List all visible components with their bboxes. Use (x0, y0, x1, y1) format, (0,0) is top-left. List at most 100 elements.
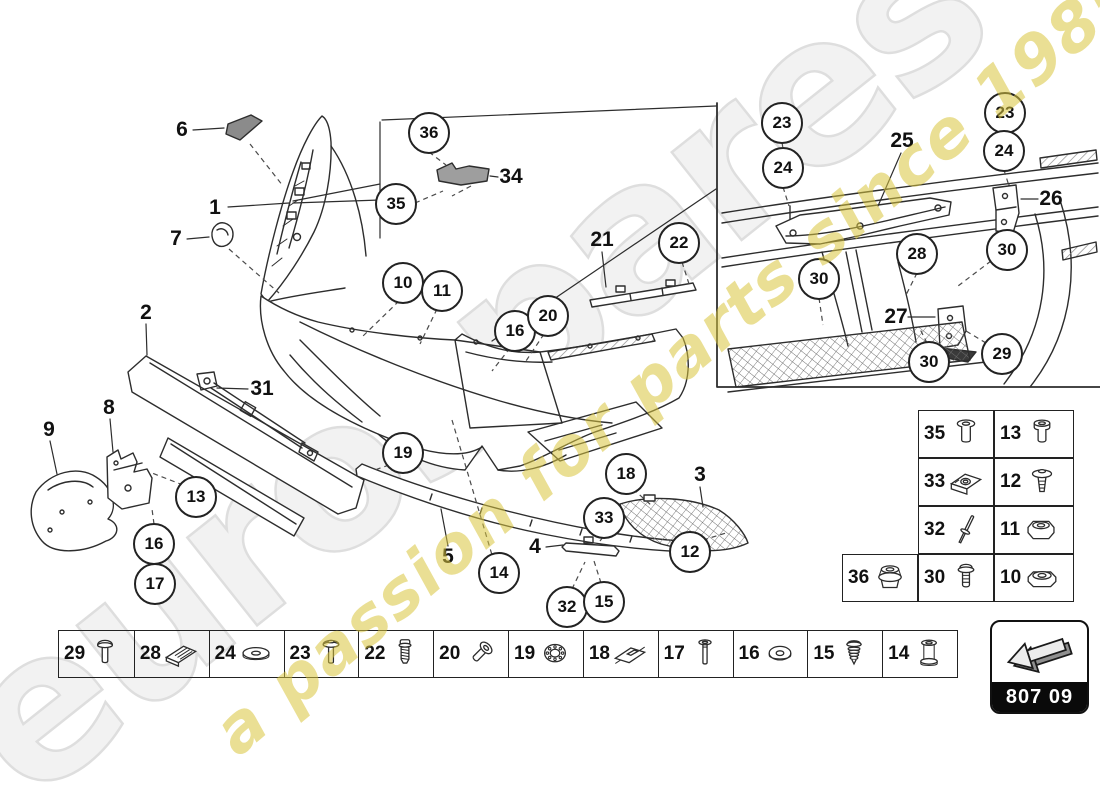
nut-collar-icon (878, 565, 903, 589)
callout-circle-30[interactable]: 30 (908, 341, 950, 383)
fastener-cell-24[interactable]: 24 (208, 631, 284, 677)
part-label-1[interactable]: 1 (209, 196, 221, 219)
fastener-cell-12[interactable]: 12 (994, 458, 1074, 506)
washer-flat-icon (242, 646, 270, 661)
part-label-31[interactable]: 31 (250, 377, 274, 400)
detail-reference-lines (292, 105, 717, 342)
callout-circle-13[interactable]: 13 (175, 476, 217, 518)
fastener-number: 17 (663, 643, 685, 664)
fastener-cell-10[interactable]: 10 (994, 554, 1074, 602)
sleeve-spacer-icon (920, 639, 939, 666)
callout-circle-12[interactable]: 12 (669, 531, 711, 573)
dashed-leader-lines (151, 141, 1010, 590)
fastener-cell-16[interactable]: 16 (732, 631, 808, 677)
part-label-7[interactable]: 7 (170, 227, 182, 250)
part-label-8[interactable]: 8 (103, 396, 115, 419)
fastener-number: 29 (64, 643, 86, 664)
fastener-cell-29[interactable]: 29 (59, 631, 134, 677)
nut-hex-icon (1027, 520, 1055, 540)
callout-circle-23[interactable]: 23 (984, 92, 1026, 134)
fastener-cell-35[interactable]: 35 (918, 410, 994, 458)
fastener-cell-11[interactable]: 11 (994, 506, 1074, 554)
part-bumper-main (259, 295, 689, 472)
part-label-4[interactable]: 4 (529, 535, 541, 558)
fastener-cell-17[interactable]: 17 (657, 631, 733, 677)
rivet-expander-icon (1031, 469, 1053, 493)
watermark-brand-text: eurospares (0, 0, 1029, 800)
fastener-number: 15 (813, 643, 835, 664)
part-9-arch-piece (30, 470, 118, 552)
callout-circle-30[interactable]: 30 (798, 258, 840, 300)
callout-circle-24[interactable]: 24 (762, 147, 804, 189)
callout-circle-17[interactable]: 17 (134, 563, 176, 605)
callout-circle-19[interactable]: 19 (382, 432, 424, 474)
part-label-34[interactable]: 34 (499, 165, 523, 188)
callout-circle-33[interactable]: 33 (583, 497, 625, 539)
callout-circle-10[interactable]: 10 (382, 262, 424, 304)
callout-circle-18[interactable]: 18 (605, 453, 647, 495)
fastener-cell-36[interactable]: 36 (842, 554, 918, 602)
callout-circle-36[interactable]: 36 (408, 112, 450, 154)
fastener-cell-13[interactable]: 13 (994, 410, 1074, 458)
callout-circle-29[interactable]: 29 (981, 333, 1023, 375)
screw-angled-icon (472, 641, 493, 662)
part-label-2[interactable]: 2 (140, 301, 152, 324)
fastener-number: 32 (924, 519, 946, 540)
fastener-cell-19[interactable]: 19 (508, 631, 583, 677)
fastener-cell-14[interactable]: 14 (882, 631, 957, 677)
part-6-strip (225, 114, 263, 141)
part-label-5[interactable]: 5 (442, 545, 454, 568)
part-4-strip (561, 536, 620, 557)
callout-circle-35[interactable]: 35 (375, 183, 417, 225)
ring-grommet-icon (544, 643, 567, 663)
screw-long-icon (698, 639, 712, 665)
part-21-strip (589, 279, 697, 308)
callout-circle-32[interactable]: 32 (546, 586, 588, 628)
part-label-6[interactable]: 6 (176, 118, 188, 141)
screw-tapping-icon (398, 639, 412, 664)
part-label-25[interactable]: 25 (890, 129, 914, 152)
washer-small-icon (768, 645, 792, 661)
rivet-pin-icon (958, 515, 975, 544)
part-label-3[interactable]: 3 (694, 463, 706, 486)
fastener-cell-20[interactable]: 20 (433, 631, 508, 677)
callout-circle-20[interactable]: 20 (527, 295, 569, 337)
callout-circle-22[interactable]: 22 (658, 222, 700, 264)
callout-circle-16[interactable]: 16 (133, 523, 175, 565)
callout-circle-14[interactable]: 14 (478, 552, 520, 594)
fastener-number: 35 (924, 423, 946, 444)
callout-circle-30[interactable]: 30 (986, 229, 1028, 271)
callout-circle-24[interactable]: 24 (983, 130, 1025, 172)
fastener-cell-22[interactable]: 22 (358, 631, 433, 677)
inset-part-26-bracket (992, 184, 1020, 234)
fastener-number: 12 (1000, 471, 1022, 492)
fastener-number: 10 (1000, 567, 1022, 588)
callout-circle-11[interactable]: 11 (421, 270, 463, 312)
part-label-21[interactable]: 21 (590, 228, 614, 251)
fastener-cell-15[interactable]: 15 (807, 631, 882, 677)
fastener-number: 19 (514, 643, 536, 664)
fastener-cell-32[interactable]: 32 (918, 506, 994, 554)
part-label-9[interactable]: 9 (43, 418, 55, 441)
callout-circle-23[interactable]: 23 (761, 102, 803, 144)
fastener-number: 36 (848, 567, 870, 588)
part-label-27[interactable]: 27 (884, 305, 908, 328)
fastener-cell-18[interactable]: 18 (582, 631, 658, 677)
fastener-cell-33[interactable]: 33 (918, 458, 994, 506)
part-1-inner-shell (260, 115, 367, 303)
fastener-cell-28[interactable]: 28 (133, 631, 209, 677)
fastener-number: 33 (924, 471, 946, 492)
fastener-number: 22 (364, 643, 386, 664)
clip-spring-icon (164, 645, 198, 668)
callout-circle-15[interactable]: 15 (583, 581, 625, 623)
part-number-box[interactable]: 807 09 (990, 620, 1089, 714)
fastener-cell-23[interactable]: 23 (283, 631, 359, 677)
callout-circle-28[interactable]: 28 (896, 233, 938, 275)
clip-flat-icon (613, 646, 647, 664)
fastener-number: 30 (924, 567, 946, 588)
fastener-cell-30[interactable]: 30 (918, 554, 994, 602)
screw-flange-icon (957, 563, 975, 588)
part-label-26[interactable]: 26 (1039, 187, 1063, 210)
